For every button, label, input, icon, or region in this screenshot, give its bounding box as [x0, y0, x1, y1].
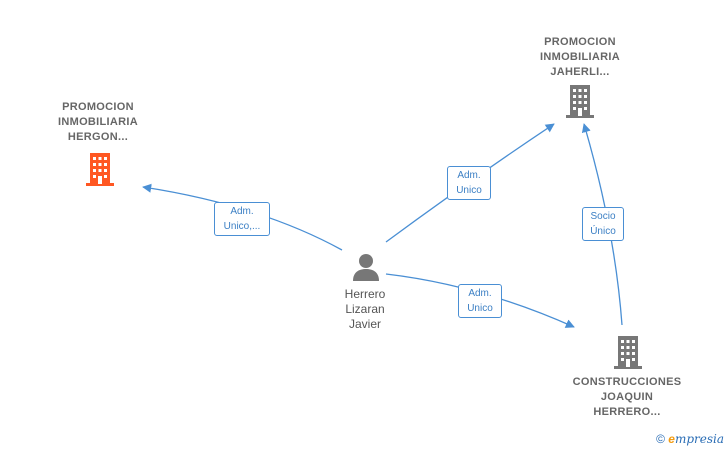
- building-icon[interactable]: [612, 335, 644, 369]
- node-label-line: Javier: [348, 317, 381, 331]
- node-label-line: HERRERO...: [593, 406, 661, 418]
- edge-label-line: Unico: [456, 185, 482, 196]
- edge-label-line: Socio: [590, 211, 616, 222]
- node-label-person[interactable]: Herrero Lizaran Javier: [323, 287, 407, 332]
- node-label-line: PROMOCION: [544, 36, 616, 48]
- node-label-line: JAHERLI...: [550, 66, 610, 78]
- node-label-line: CONSTRUCCIONES: [572, 376, 682, 388]
- node-label-line: PROMOCION: [62, 101, 134, 113]
- building-icon[interactable]: [564, 84, 596, 118]
- node-label-line: Lizaran: [345, 302, 385, 316]
- node-label-line: HERGON...: [67, 131, 129, 143]
- edge-label-line: Único: [590, 226, 616, 237]
- edge-label-adm-unico-jaherli[interactable]: Adm. Unico: [447, 166, 491, 200]
- node-label-hergon[interactable]: PROMOCION INMOBILIARIA HERGON...: [38, 100, 158, 145]
- building-icon[interactable]: [84, 152, 116, 186]
- edge-label-line: Adm.: [230, 206, 254, 217]
- node-label-construcciones[interactable]: CONSTRUCCIONES JOAQUIN HERRERO...: [562, 375, 692, 420]
- footer-brand[interactable]: © empresia: [656, 432, 724, 446]
- copyright-symbol: ©: [656, 432, 665, 446]
- edge-label-socio-unico[interactable]: Socio Único: [582, 207, 624, 241]
- edge-label-adm-unico-construcciones[interactable]: Adm. Unico: [458, 284, 502, 318]
- edge-label-adm-unico-hergon[interactable]: Adm. Unico,...: [214, 202, 270, 236]
- edge-label-line: Adm.: [468, 288, 492, 299]
- edge-label-line: Unico: [467, 303, 493, 314]
- person-icon[interactable]: [351, 252, 381, 282]
- edge-label-line: Unico,...: [223, 221, 261, 232]
- node-label-jaherli[interactable]: PROMOCION INMOBILIARIA JAHERLI...: [520, 35, 640, 80]
- node-label-line: Herrero: [344, 287, 386, 301]
- node-label-line: JOAQUIN: [600, 391, 654, 403]
- node-label-line: INMOBILIARIA: [540, 51, 620, 63]
- brand-name: mpresia: [674, 432, 724, 446]
- edge-label-line: Adm.: [457, 170, 481, 181]
- brand-initial: e: [668, 432, 675, 446]
- node-label-line: INMOBILIARIA: [58, 116, 138, 128]
